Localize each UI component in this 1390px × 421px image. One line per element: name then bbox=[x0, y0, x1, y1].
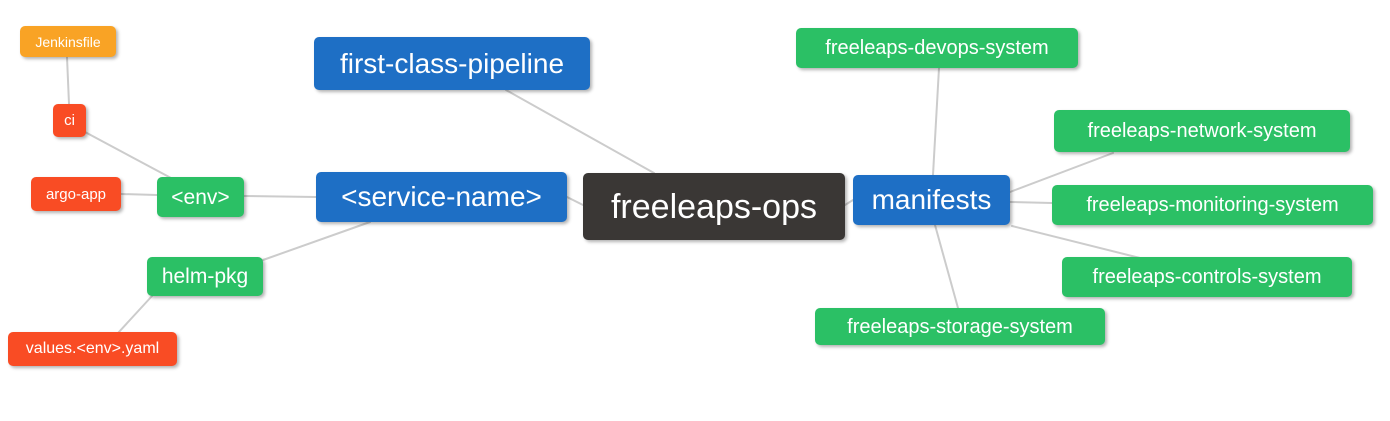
edge-manifests-storage bbox=[934, 224, 959, 309]
edge-jenkinsfile-ci bbox=[66, 56, 70, 105]
node-env[interactable]: <env> bbox=[157, 177, 244, 217]
node-freeleaps-ops[interactable]: freeleaps-ops bbox=[583, 173, 845, 240]
edge-manifests-network bbox=[1009, 152, 1114, 193]
edge-pipeline-ops bbox=[505, 89, 655, 174]
node-ci[interactable]: ci bbox=[53, 104, 86, 137]
edge-ops-manifests bbox=[844, 199, 854, 206]
node-freeleaps-devops-system[interactable]: freeleaps-devops-system bbox=[796, 28, 1078, 68]
edge-argoapp-env bbox=[120, 193, 158, 196]
edge-helmpkg-values bbox=[117, 295, 153, 334]
node-freeleaps-controls-system[interactable]: freeleaps-controls-system bbox=[1062, 257, 1352, 297]
node-freeleaps-monitoring-system[interactable]: freeleaps-monitoring-system bbox=[1052, 185, 1373, 225]
node-helm-pkg[interactable]: helm-pkg bbox=[147, 257, 263, 296]
node-freeleaps-network-system[interactable]: freeleaps-network-system bbox=[1054, 110, 1350, 152]
edge-manifests-devops bbox=[932, 67, 940, 176]
node-argo-app[interactable]: argo-app bbox=[31, 177, 121, 211]
node-values-env-yaml[interactable]: values.<env>.yaml bbox=[8, 332, 177, 366]
node-jenkinsfile[interactable]: Jenkinsfile bbox=[20, 26, 116, 57]
node-first-class-pipeline[interactable]: first-class-pipeline bbox=[314, 37, 590, 90]
edge-manifests-monitoring bbox=[1009, 201, 1053, 204]
node-freeleaps-storage-system[interactable]: freeleaps-storage-system bbox=[815, 308, 1105, 345]
node-manifests[interactable]: manifests bbox=[853, 175, 1010, 225]
edge-servicename-ops bbox=[566, 196, 584, 206]
edge-manifests-controls bbox=[1011, 225, 1141, 259]
edge-servicename-helmpkg bbox=[262, 221, 371, 261]
edge-env-servicename bbox=[243, 195, 317, 198]
node-service-name[interactable]: <service-name> bbox=[316, 172, 567, 222]
edge-ci-env bbox=[84, 131, 172, 179]
